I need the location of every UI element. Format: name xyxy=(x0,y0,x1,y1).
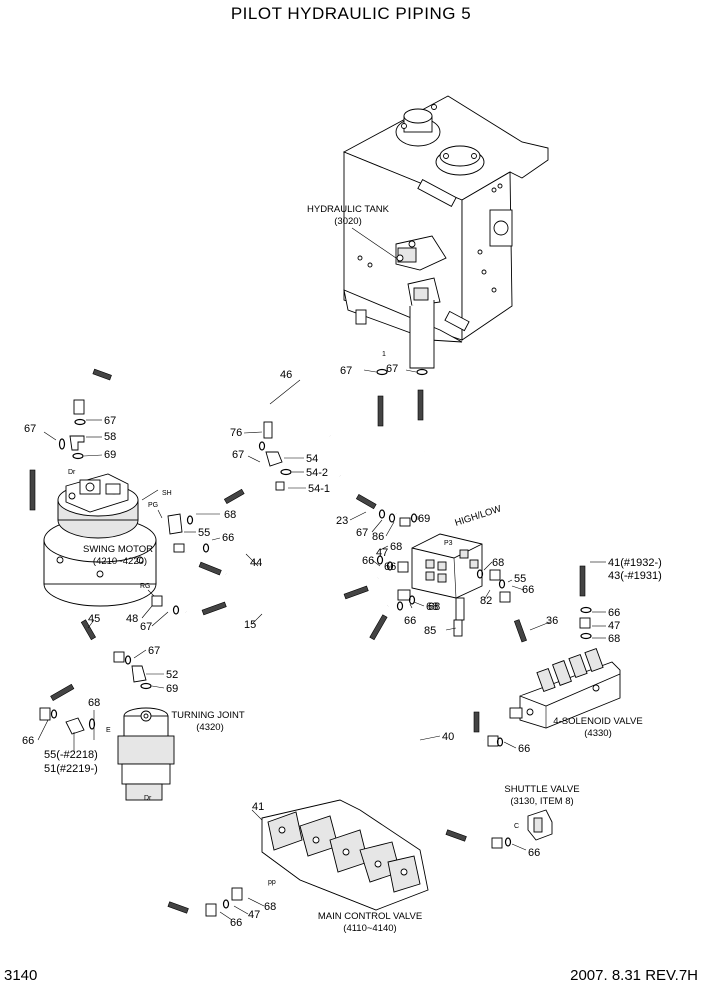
part-label: 67 xyxy=(140,621,152,633)
part-label: 67 xyxy=(24,423,36,435)
part-label: 67 xyxy=(356,527,368,539)
part-label: 67 xyxy=(386,363,398,375)
turning-joint-name: TURNING JOINT xyxy=(171,710,245,721)
part-label: 67 xyxy=(232,449,244,461)
main-control-valve-code: (4110~4140) xyxy=(343,923,396,934)
part-label: 47 xyxy=(248,909,260,921)
part-label: 67 xyxy=(148,645,160,657)
part-label: 68 xyxy=(426,601,438,613)
part-label: 68 xyxy=(88,697,100,709)
part-label: 66 xyxy=(222,532,234,544)
part-label: 69 xyxy=(104,449,116,461)
port-label-pp: pp xyxy=(268,879,276,886)
high-low-label: HIGH/LOW xyxy=(454,504,503,529)
hydraulic-tank-name: HYDRAULIC TANK xyxy=(307,204,390,215)
part-label: 76 xyxy=(230,427,242,439)
part-label: 67 xyxy=(104,415,116,427)
part-label: 68 xyxy=(390,541,402,553)
leader-lines xyxy=(37,369,606,921)
page-title: PILOT HYDRAULIC PIPING 5 xyxy=(231,4,471,23)
part-label: 66 xyxy=(528,847,540,859)
part-label: 41(#1932-) xyxy=(608,557,662,569)
swing-motor xyxy=(43,473,157,607)
part-label: 66 xyxy=(230,917,242,929)
part-label: 69 xyxy=(166,683,178,695)
port-label-rg: RG xyxy=(140,583,151,590)
part-label: 66 xyxy=(404,615,416,627)
part-label: 68 xyxy=(428,601,440,613)
part-label: 48 xyxy=(126,613,138,625)
part-number-labels: 67 67 46 67 58 69 67 76 67 54 54-2 54-1 … xyxy=(22,363,662,929)
revision-label: 2007. 8.31 REV.7H xyxy=(570,967,698,984)
main-control-valve-name: MAIN CONTROL VALVE xyxy=(318,911,422,922)
shuttle-valve-name: SHUTTLE VALVE xyxy=(504,784,579,795)
part-label: 58 xyxy=(104,431,116,443)
solenoid-valve xyxy=(509,647,621,729)
main-control-valve xyxy=(261,799,429,911)
part-label: 36 xyxy=(546,615,558,627)
part-label: 40 xyxy=(442,731,454,743)
solenoid-valve-code: (4330) xyxy=(584,728,611,739)
part-label: 41 xyxy=(252,801,264,813)
part-label: 51(#2219-) xyxy=(44,763,98,775)
shuttle-valve xyxy=(527,809,553,841)
port-label-dr-bottom: Dr xyxy=(144,795,152,802)
part-label: 15 xyxy=(244,619,256,631)
part-label: 46 xyxy=(280,369,292,381)
part-label: 66 xyxy=(22,735,34,747)
part-label: 68 xyxy=(492,557,504,569)
port-label-sh: SH xyxy=(162,490,172,497)
turning-joint xyxy=(117,707,175,801)
part-label: 67 xyxy=(340,365,352,377)
part-label: 23 xyxy=(336,515,348,527)
o-rings xyxy=(50,368,592,909)
part-label: 66 xyxy=(362,555,374,567)
part-label: 68 xyxy=(224,509,236,521)
part-label: 54-2 xyxy=(306,467,328,479)
part-label: 55(-#2218) xyxy=(44,749,98,761)
port-label-tank-1: 1 xyxy=(382,351,386,358)
part-label: 55 xyxy=(514,573,526,585)
part-label: 85 xyxy=(424,625,436,637)
part-label: 68 xyxy=(608,633,620,645)
part-label: 52 xyxy=(166,669,178,681)
part-label: 66 xyxy=(518,743,530,755)
part-label: 66 xyxy=(522,584,534,596)
part-label: 47 xyxy=(376,547,388,559)
port-label-dr-top: Dr xyxy=(68,469,76,476)
part-label: 45 xyxy=(88,613,100,625)
part-label: 66 xyxy=(384,561,396,573)
page-number: 3140 xyxy=(4,967,37,984)
part-label: 55 xyxy=(198,527,210,539)
small-fittings xyxy=(39,399,591,917)
swing-motor-code: (4210~4220) xyxy=(93,556,147,567)
turning-joint-code: (4320) xyxy=(196,722,223,733)
part-label: 47 xyxy=(608,620,620,632)
part-label: 86 xyxy=(372,531,384,543)
part-label: 69 xyxy=(418,513,430,525)
solenoid-valve-name: 4-SOLENOID VALVE xyxy=(553,716,642,727)
hose-fittings xyxy=(29,368,586,914)
part-label: 54-1 xyxy=(308,483,330,495)
manifold-block xyxy=(411,533,483,621)
swing-motor-name: SWING MOTOR xyxy=(83,544,153,555)
part-label: 68 xyxy=(264,901,276,913)
hydraulic-tank-code: (3020) xyxy=(334,216,361,227)
part-label: 44 xyxy=(250,557,262,569)
part-label: 43(-#1931) xyxy=(608,570,662,582)
hydraulic-tank xyxy=(342,95,549,369)
part-label: 82 xyxy=(480,595,492,607)
port-label-pg: PG xyxy=(148,502,158,509)
port-label-p3: P3 xyxy=(444,540,453,547)
part-label: 66 xyxy=(608,607,620,619)
port-label-c: C xyxy=(514,823,519,830)
part-label: 54 xyxy=(306,453,318,465)
port-label-e: E xyxy=(106,727,111,734)
shuttle-valve-code: (3130, ITEM 8) xyxy=(510,796,573,807)
